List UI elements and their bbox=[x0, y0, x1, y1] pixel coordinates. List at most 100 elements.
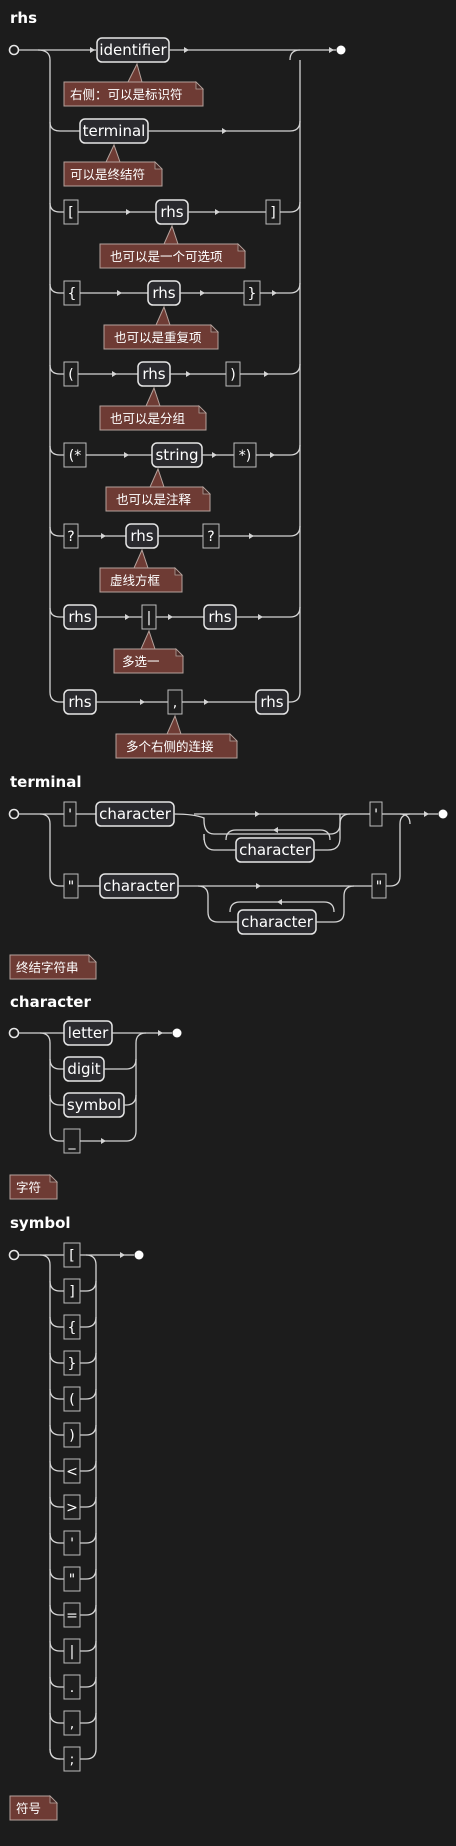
symbol-item bbox=[63, 1638, 81, 1664]
svg-text:character: character bbox=[103, 877, 176, 895]
svg-text:_: _ bbox=[68, 1134, 77, 1150]
character-section-title: character bbox=[10, 993, 91, 1011]
symbol-item-label: ( bbox=[69, 1392, 74, 1408]
rhs-identifier-label: identifier bbox=[99, 41, 167, 59]
symbol-item bbox=[63, 1386, 81, 1412]
symbol-diagram: []{}()<>'"=|.,; bbox=[8, 1242, 144, 1772]
rhs-note-special bbox=[99, 567, 183, 593]
svg-text:(: ( bbox=[68, 367, 73, 383]
terminal-note bbox=[9, 954, 97, 980]
symbol-item bbox=[63, 1494, 81, 1520]
symbol-note bbox=[9, 1795, 58, 1821]
terminal-section-title: terminal bbox=[10, 773, 81, 791]
symbol-item-label: = bbox=[66, 1608, 78, 1624]
rhs-note-terminal-text: 可以是终结符 bbox=[70, 167, 145, 182]
symbol-item bbox=[63, 1710, 81, 1736]
terminal-end-node bbox=[438, 809, 448, 819]
rhs-note-repeat-text: 也可以是重复项 bbox=[114, 330, 202, 345]
symbol-item bbox=[63, 1566, 81, 1592]
rhs-note-comment bbox=[105, 486, 211, 512]
symbol-item bbox=[63, 1350, 81, 1376]
svg-text:rhs: rhs bbox=[208, 608, 231, 626]
svg-text:rhs: rhs bbox=[68, 608, 91, 626]
terminal-note-text: 终结字符串 bbox=[16, 960, 79, 975]
symbol-item bbox=[63, 1458, 81, 1484]
terminal-start-node bbox=[8, 808, 20, 820]
character-start-node bbox=[8, 1027, 20, 1039]
symbol-item-label: " bbox=[69, 1572, 75, 1588]
character-note-text: 字符 bbox=[16, 1180, 41, 1195]
svg-text:rhs: rhs bbox=[152, 284, 175, 302]
svg-text:letter: letter bbox=[68, 1024, 109, 1042]
rhs-note-identifier bbox=[63, 81, 204, 107]
symbol-item-label: < bbox=[66, 1464, 78, 1480]
svg-text:rhs: rhs bbox=[142, 365, 165, 383]
symbol-item-label: ' bbox=[70, 1536, 74, 1552]
svg-text:?: ? bbox=[207, 529, 214, 545]
rhs-note-concatenation bbox=[115, 733, 238, 759]
svg-text:(*: (* bbox=[69, 448, 81, 464]
terminal-diagram: ' character character ' " character bbox=[8, 801, 448, 935]
symbol-end-node bbox=[134, 1250, 144, 1260]
rhs-note-identifier-text: 右侧：可以是标识符 bbox=[70, 87, 183, 102]
svg-text:symbol: symbol bbox=[67, 1096, 121, 1114]
svg-text:rhs: rhs bbox=[160, 203, 183, 221]
rhs-note-identifier-pointer bbox=[127, 62, 143, 83]
rhs-note-concatenation-text: 多个右侧的连接 bbox=[126, 739, 214, 754]
svg-text:character: character bbox=[239, 841, 312, 859]
symbol-item bbox=[63, 1242, 81, 1268]
symbol-item bbox=[63, 1746, 81, 1772]
symbol-item-label: ; bbox=[70, 1752, 75, 1768]
rhs-end-node bbox=[336, 45, 346, 55]
symbol-item bbox=[63, 1314, 81, 1340]
rhs-start-node bbox=[8, 44, 20, 56]
symbol-item bbox=[63, 1530, 81, 1556]
symbol-item-label: ] bbox=[69, 1284, 74, 1300]
symbol-item bbox=[63, 1674, 81, 1700]
rhs-note-comment-text: 也可以是注释 bbox=[116, 492, 192, 507]
rhs-note-group bbox=[99, 405, 207, 431]
rhs-note-group-text: 也可以是分组 bbox=[110, 411, 185, 426]
svg-text:": " bbox=[68, 879, 74, 895]
symbol-start-node bbox=[8, 1249, 20, 1261]
svg-text:character: character bbox=[241, 913, 314, 931]
symbol-section-title: symbol bbox=[10, 1214, 71, 1232]
symbol-item-label: { bbox=[68, 1320, 77, 1336]
symbol-item-label: . bbox=[70, 1680, 74, 1696]
rhs-note-special-text: 虚线方框 bbox=[110, 573, 161, 588]
symbol-item-label: | bbox=[70, 1644, 75, 1660]
rhs-note-alternation-text: 多选一 bbox=[122, 654, 160, 669]
symbol-item-label: , bbox=[70, 1716, 74, 1732]
symbol-item-label: ) bbox=[69, 1428, 74, 1444]
rhs-note-alternation bbox=[113, 648, 184, 674]
svg-text:rhs: rhs bbox=[130, 527, 153, 545]
rhs-note-optional bbox=[99, 243, 246, 269]
svg-text:]: ] bbox=[270, 205, 275, 221]
svg-text:?: ? bbox=[67, 529, 74, 545]
svg-text:[: [ bbox=[68, 205, 73, 221]
svg-text:): ) bbox=[230, 367, 235, 383]
rhs-diagram: identifier 右侧：可以是标识符 terminal 可以是终结符 [ r… bbox=[8, 37, 346, 759]
character-end-node bbox=[172, 1028, 182, 1038]
character-note bbox=[9, 1174, 58, 1200]
svg-text:,: , bbox=[173, 695, 177, 711]
svg-text:|: | bbox=[147, 610, 152, 626]
symbol-item-label: } bbox=[68, 1356, 77, 1372]
rhs-note-repeat bbox=[103, 324, 219, 350]
rhs-note-optional-text: 也可以是一个可选项 bbox=[110, 249, 223, 264]
svg-text:string: string bbox=[155, 446, 198, 464]
svg-text:}: } bbox=[248, 286, 257, 302]
svg-text:rhs: rhs bbox=[260, 693, 283, 711]
svg-text:": " bbox=[376, 879, 382, 895]
svg-text:digit: digit bbox=[67, 1060, 100, 1078]
character-diagram: letter digit symbol _ bbox=[8, 1020, 182, 1154]
symbol-item-label: [ bbox=[69, 1248, 74, 1264]
svg-text:*): *) bbox=[239, 448, 251, 464]
svg-text:': ' bbox=[374, 807, 378, 823]
svg-text:character: character bbox=[99, 805, 172, 823]
svg-text:rhs: rhs bbox=[68, 693, 91, 711]
rhs-section-title: rhs bbox=[10, 9, 37, 27]
symbol-item bbox=[63, 1278, 81, 1304]
svg-text:': ' bbox=[68, 807, 72, 823]
